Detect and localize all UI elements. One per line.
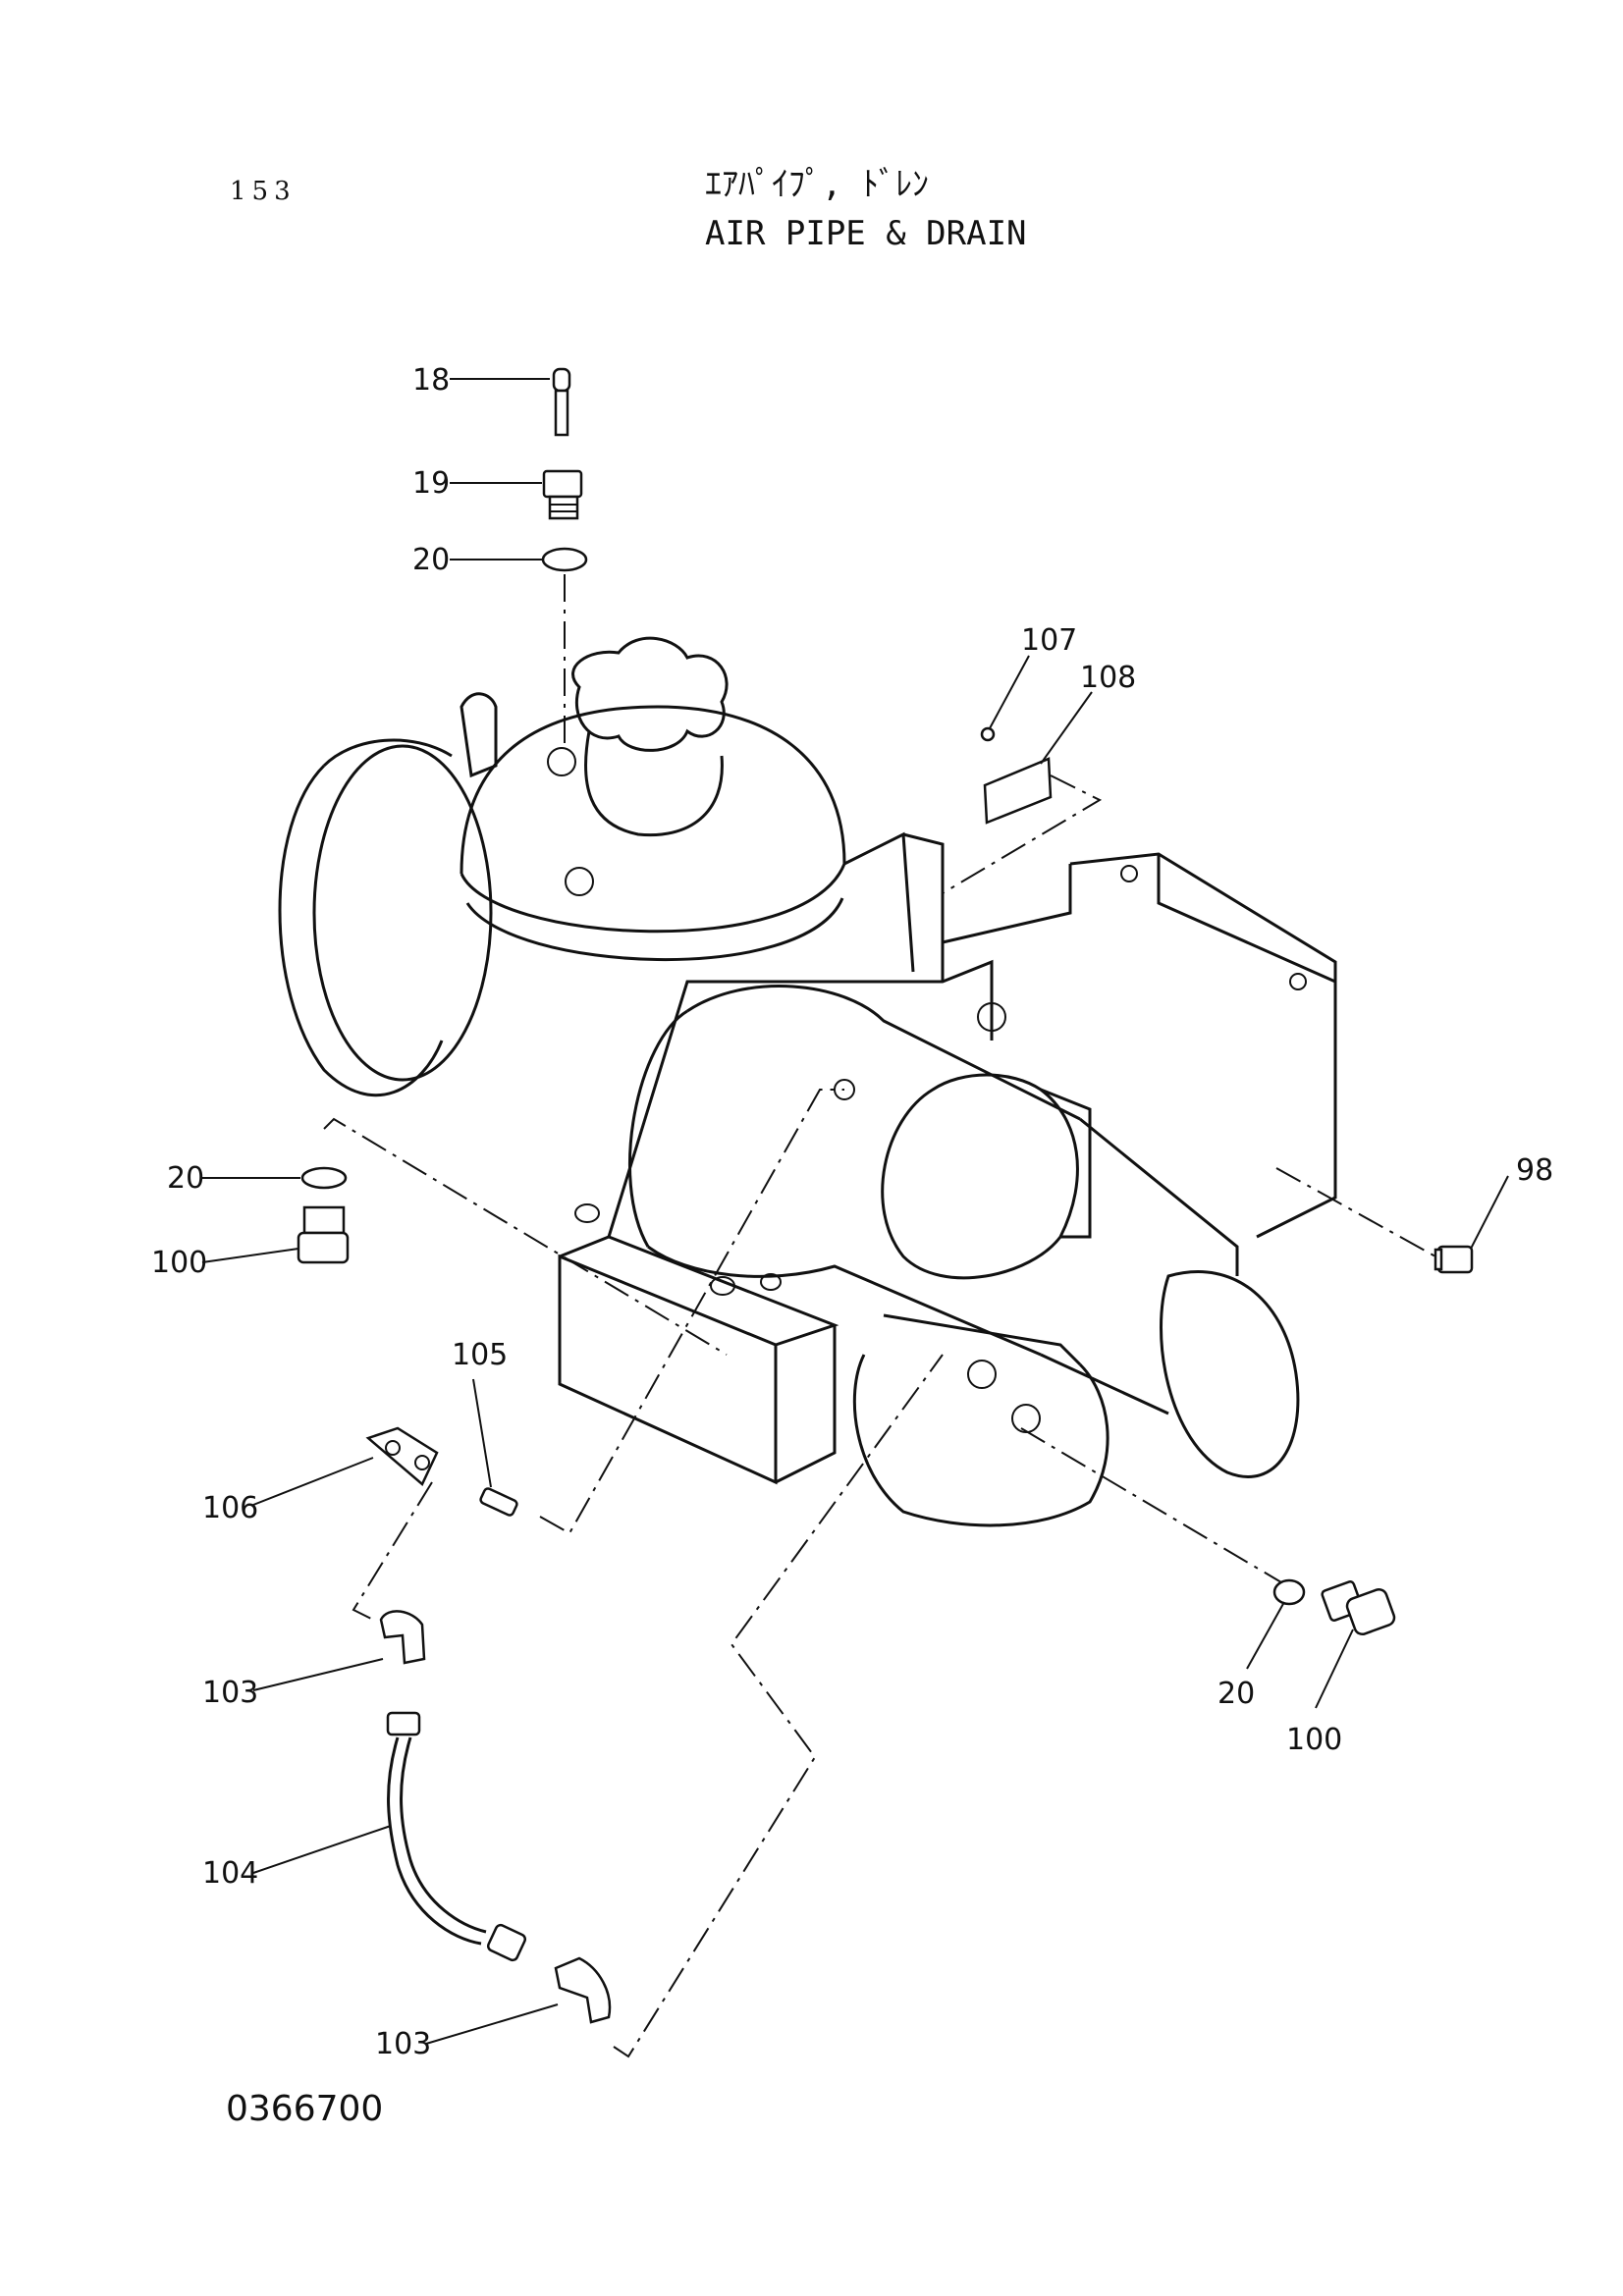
part-100-drain-plug-left — [297, 1205, 350, 1264]
housing-body — [278, 636, 1337, 1527]
part-108-nameplate — [983, 757, 1053, 825]
part-19-plug — [542, 469, 583, 520]
part-20-oring-right — [1272, 1578, 1306, 1606]
callout-103-lower: 103 — [375, 2027, 431, 2061]
part-98-bolt — [1434, 1245, 1474, 1274]
drawing-number: 0366700 — [226, 2089, 384, 2129]
title-japanese: ｴｱﾊﾟｲﾌﾟ, ﾄﾞﾚﾝ — [705, 165, 929, 204]
centerline-98 — [1275, 1167, 1436, 1257]
centerline-right-drain — [1020, 1427, 1282, 1583]
callout-19: 19 — [412, 466, 450, 501]
part-100-drain-plug-right — [1321, 1580, 1396, 1636]
callout-107: 107 — [1021, 623, 1077, 658]
part-103-elbow-upper — [379, 1610, 426, 1665]
part-107-screw — [980, 726, 996, 742]
part-105-fitting — [479, 1487, 518, 1517]
callout-103-upper: 103 — [202, 1676, 258, 1710]
callout-104: 104 — [202, 1856, 258, 1891]
callout-20-right: 20 — [1217, 1677, 1255, 1711]
callout-100-left: 100 — [151, 1246, 207, 1280]
callout-98: 98 — [1516, 1153, 1553, 1188]
part-20-oring-left — [300, 1166, 348, 1190]
centerline-left-drain — [323, 1117, 728, 1356]
centerline-105 — [539, 1089, 844, 1535]
callout-105: 105 — [452, 1338, 508, 1372]
part-18-bleed-screw — [552, 367, 571, 437]
callout-100-right: 100 — [1286, 1723, 1342, 1757]
callout-106: 106 — [202, 1491, 258, 1525]
page-number: 153 — [230, 177, 297, 206]
part-104-air-pipe — [386, 1711, 527, 1962]
callout-108: 108 — [1080, 661, 1136, 695]
title-english: AIR PIPE & DRAIN — [705, 214, 1027, 253]
callout-leaders — [201, 378, 1509, 2045]
centerline-106 — [352, 1481, 433, 1621]
part-106-clamp — [365, 1426, 439, 1487]
part-103-elbow-lower — [554, 1956, 612, 2024]
callout-20-left: 20 — [167, 1161, 204, 1196]
callout-18: 18 — [412, 363, 450, 398]
part-20-oring-top — [541, 547, 588, 572]
callout-20-top: 20 — [412, 543, 450, 577]
centerline-plate — [942, 774, 1103, 894]
centerline-lower-pipe — [613, 1354, 944, 2058]
